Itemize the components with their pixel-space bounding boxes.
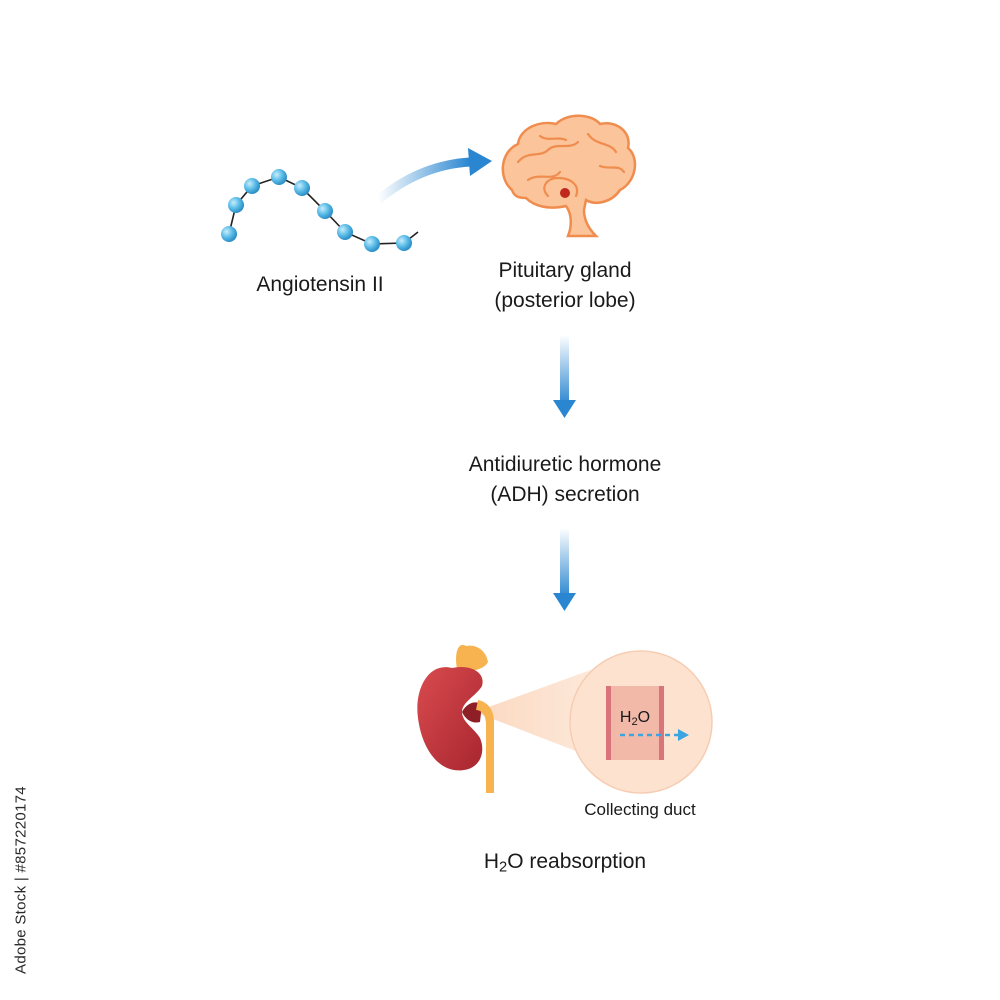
reabsorption-label: H2O reabsorption [483, 850, 647, 876]
pituitary-line-2: (posterior lobe) [494, 289, 636, 312]
down-arrow-2-icon [553, 528, 576, 611]
collecting-duct-zoom [569, 650, 713, 794]
angiotensin-text: Angiotensin II [256, 273, 384, 296]
h2o-duct-label: H2O [619, 709, 651, 728]
brain-icon [501, 114, 637, 238]
down-arrow-1-icon [553, 335, 576, 418]
kidney-icon [417, 644, 494, 793]
pituitary-line-1: Pituitary gland [498, 259, 632, 282]
angiotensin-peptide-icon [221, 169, 419, 252]
watermark-text: Adobe Stock | #857220174 [12, 786, 30, 974]
curved-arrow-icon [375, 148, 492, 204]
stock-watermark: Adobe Stock | #857220174 [8, 770, 34, 990]
pituitary-label: Pituitary gland (posterior lobe) [455, 256, 675, 316]
angiotensin-label: Angiotensin II [225, 270, 415, 300]
collecting-duct-label: Collecting duct [560, 799, 720, 821]
adh-line-1: Antidiuretic hormone [468, 453, 662, 476]
adh-label: Antidiuretic hormone (ADH) secretion [425, 450, 705, 510]
adh-line-2: (ADH) secretion [490, 483, 640, 506]
collecting-duct-text: Collecting duct [584, 800, 696, 819]
